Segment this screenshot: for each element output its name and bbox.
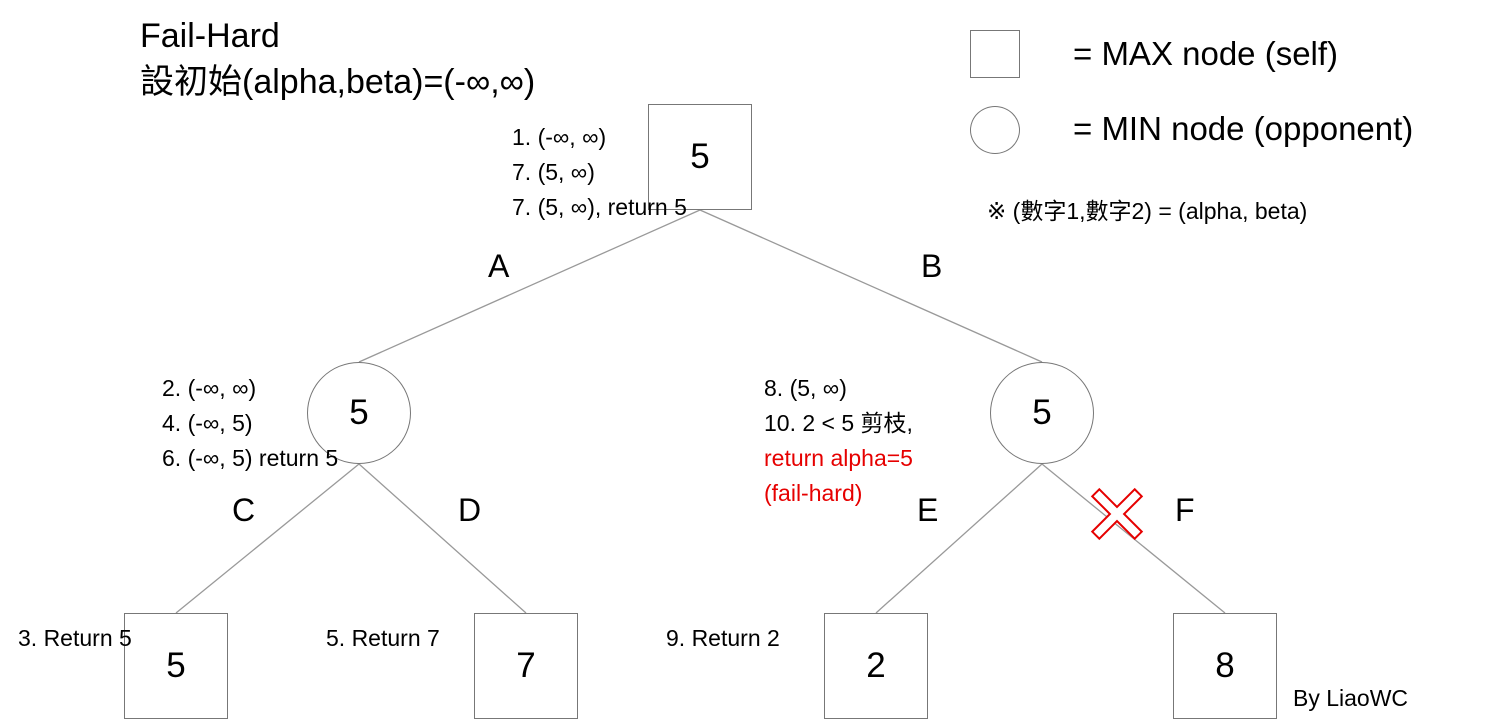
leaf-e-value: 2: [866, 646, 886, 685]
edge-label-b: B: [921, 248, 943, 284]
edge-label-d: D: [458, 492, 482, 528]
root-max-node: 5: [648, 104, 752, 210]
leaf-node-f: 8: [1173, 613, 1277, 719]
leaf-node-c: 5: [124, 613, 228, 719]
edge-label-f: F: [1175, 492, 1195, 528]
min-right-annotation-2: 10. 2 < 5 剪枝,: [764, 410, 913, 436]
min-right-annotation-red-1: return alpha=5: [764, 445, 913, 471]
root-annotation-2: 7. (5, ∞): [512, 159, 595, 185]
legend-note: ※ (數字1,數字2) = (alpha, beta): [987, 198, 1308, 224]
edge-label-a: A: [488, 248, 510, 284]
legend-min-label: = MIN node (opponent): [1073, 110, 1414, 147]
edge-label-c: C: [232, 492, 256, 528]
leaf-d-value: 7: [516, 646, 536, 685]
edge-line-b: [699, 209, 1043, 363]
legend-min-circle-icon: [970, 106, 1020, 154]
legend-max-label: = MAX node (self): [1073, 35, 1339, 72]
min-left-annotation-1: 2. (-∞, ∞): [162, 375, 257, 401]
leaf-node-e: 2: [824, 613, 928, 719]
min-left-annotation-2: 4. (-∞, 5): [162, 410, 253, 436]
edge-line-d: [358, 463, 527, 614]
edge-line-c: [175, 463, 360, 614]
diagram-subtitle: 設初始(alpha,beta)=(-∞,∞): [140, 63, 536, 101]
min-right-annotation-red-2: (fail-hard): [764, 480, 863, 506]
diagram-title: Fail-Hard: [140, 17, 280, 55]
root-annotation-1: 1. (-∞, ∞): [512, 124, 607, 150]
leaf-c-value: 5: [166, 646, 186, 685]
leaf-c-annotation: 3. Return 5: [18, 625, 132, 651]
root-value: 5: [690, 137, 710, 176]
min-right-annotation-1: 8. (5, ∞): [764, 375, 847, 401]
leaf-f-value: 8: [1215, 646, 1235, 685]
min-node-left-value: 5: [349, 393, 369, 432]
edge-line-e: [875, 463, 1043, 614]
leaf-e-annotation: 9. Return 2: [666, 625, 780, 651]
min-left-annotation-3: 6. (-∞, 5) return 5: [162, 445, 339, 471]
prune-cross-icon: [1090, 487, 1144, 541]
edge-line-a: [358, 209, 701, 363]
min-node-left: 5: [307, 362, 411, 464]
legend-max-square-icon: [970, 30, 1020, 78]
leaf-d-annotation: 5. Return 7: [326, 625, 440, 651]
min-node-right: 5: [990, 362, 1094, 464]
edge-label-e: E: [917, 492, 939, 528]
author-credit: By LiaoWC: [1293, 685, 1409, 711]
min-node-right-value: 5: [1032, 393, 1052, 432]
leaf-node-d: 7: [474, 613, 578, 719]
root-annotation-3: 7. (5, ∞), return 5: [512, 194, 687, 220]
